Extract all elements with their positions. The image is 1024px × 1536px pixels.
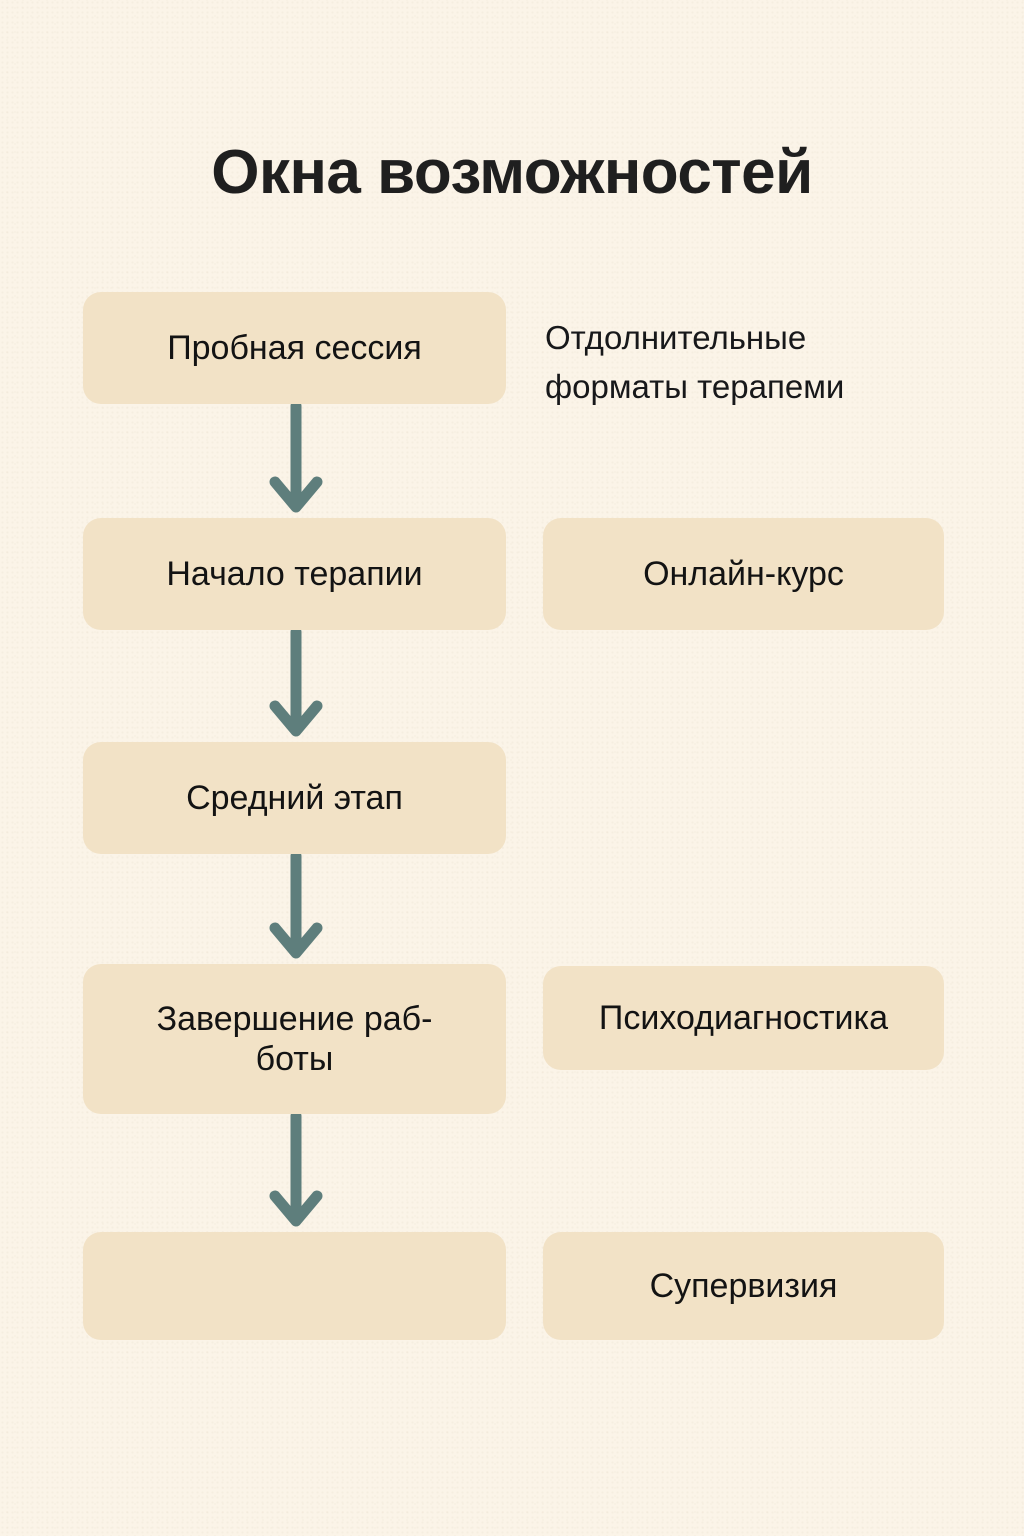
flow-node-step-2-label: Начало терапии (166, 554, 423, 593)
page-title: Окна возможностей (211, 137, 813, 207)
arrow-down-icon-4 (263, 1114, 329, 1232)
flow-node-step-5[interactable] (83, 1232, 506, 1340)
arrow-down-icon-3 (263, 854, 329, 964)
extras-node-extra-1[interactable]: Онлайн-курс (543, 518, 944, 630)
flow-node-step-2[interactable]: Начало терапии (83, 518, 506, 630)
flow-node-step-3-label: Средний этап (186, 778, 403, 817)
extras-node-extra-2-label: Психодиагностика (598, 998, 889, 1037)
arrow-down-icon-2 (263, 630, 329, 742)
flow-node-step-4[interactable]: Завершение раб- боты (83, 964, 506, 1114)
extras-node-extra-1-label: Онлайн-курс (643, 554, 844, 593)
extras-node-extra-2[interactable]: Психодиагностика (543, 966, 944, 1070)
flow-node-step-1[interactable]: Пробная сессия (83, 292, 506, 404)
arrow-down-icon-1 (263, 404, 329, 518)
flow-node-step-4-label: Завершение раб- боты (156, 999, 433, 1078)
flow-node-step-3[interactable]: Средний этап (83, 742, 506, 854)
extras-node-extra-3-label: Супервизия (649, 1266, 838, 1305)
extras-caption: Отдолнительные форматы терапеми (545, 319, 845, 405)
extras-node-extra-3[interactable]: Супервизия (543, 1232, 944, 1340)
flow-node-step-1-label: Пробная сессия (167, 328, 422, 367)
